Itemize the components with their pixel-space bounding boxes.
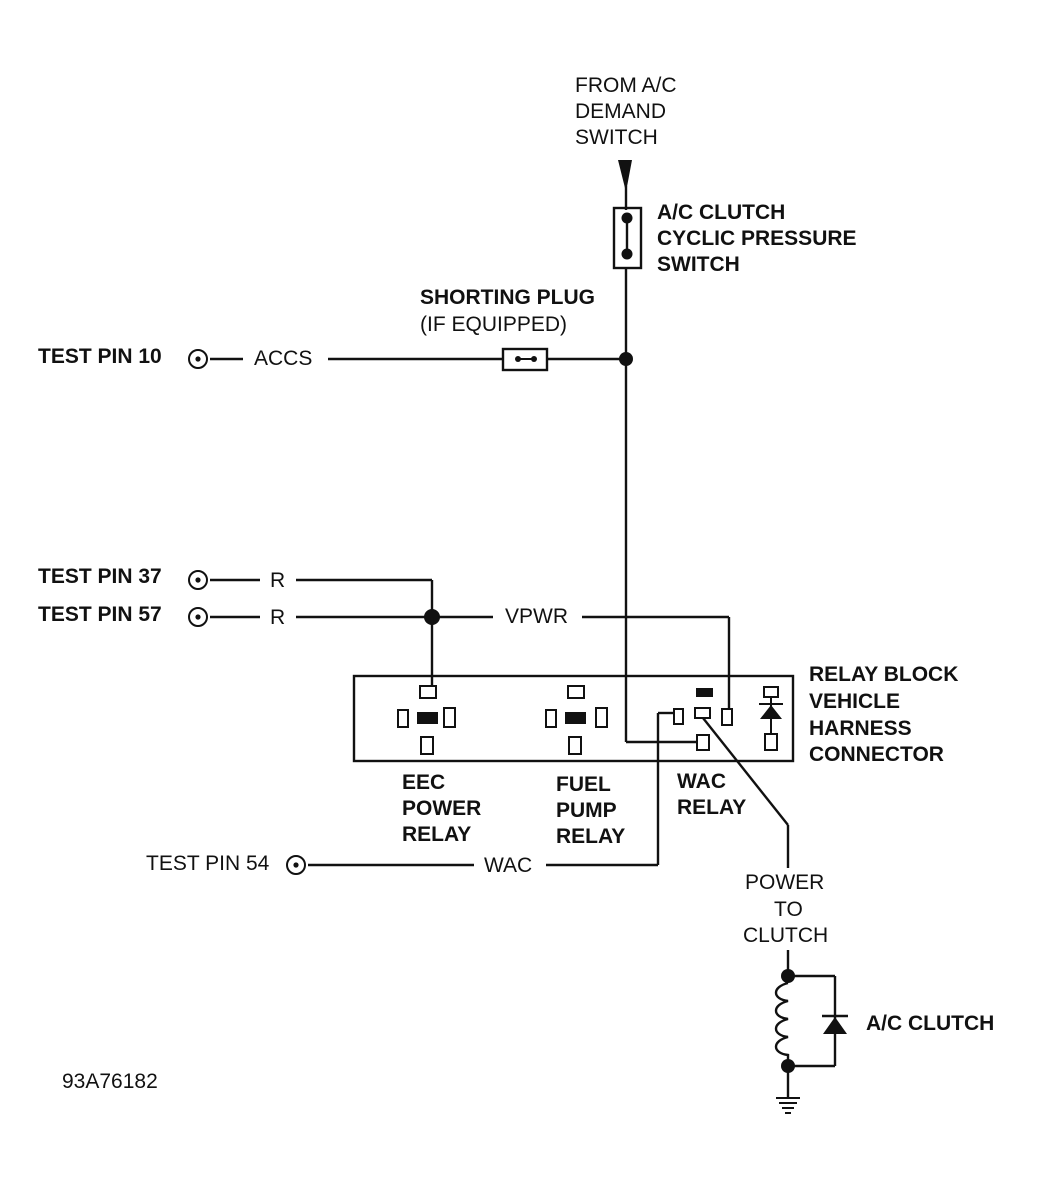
figure-id: 93A76182 bbox=[62, 1070, 158, 1093]
shorting-plug-label: SHORTING PLUG (IF EQUIPPED) bbox=[420, 286, 595, 336]
eec-relay-pins bbox=[397, 685, 456, 755]
svg-text:RELAY: RELAY bbox=[677, 796, 746, 819]
input-arrow-icon bbox=[618, 160, 632, 192]
pressure-switch-body bbox=[612, 206, 643, 270]
wac-relay-pins bbox=[673, 688, 733, 751]
test-pin-37-label: TEST PIN 37 bbox=[38, 565, 162, 588]
svg-text:SHORTING PLUG: SHORTING PLUG bbox=[420, 286, 595, 309]
svg-text:HARNESS: HARNESS bbox=[809, 717, 912, 740]
relay-diode-icon bbox=[759, 686, 783, 751]
svg-text:SWITCH: SWITCH bbox=[657, 253, 740, 276]
test-pin-54-terminal-icon bbox=[286, 855, 306, 875]
fuel-pump-relay-label: FUEL PUMP RELAY bbox=[556, 773, 625, 848]
ac-clutch-label: A/C CLUTCH bbox=[866, 1012, 994, 1035]
svg-text:POWER: POWER bbox=[745, 871, 824, 894]
svg-text:RELAY BLOCK: RELAY BLOCK bbox=[809, 663, 958, 686]
svg-text:PUMP: PUMP bbox=[556, 799, 617, 822]
svg-text:(IF EQUIPPED): (IF EQUIPPED) bbox=[420, 313, 567, 336]
svg-text:SWITCH: SWITCH bbox=[575, 126, 658, 149]
test-pin-10-terminal-icon bbox=[188, 349, 208, 369]
svg-text:A/C CLUTCH: A/C CLUTCH bbox=[657, 201, 785, 224]
relay-block-label: RELAY BLOCK VEHICLE HARNESS CONNECTOR bbox=[809, 663, 958, 766]
svg-text:EEC: EEC bbox=[402, 771, 445, 794]
svg-text:CYCLIC PRESSURE: CYCLIC PRESSURE bbox=[657, 227, 857, 250]
clutch-diode-icon bbox=[822, 1014, 848, 1034]
pressure-switch-label: A/C CLUTCH CYCLIC PRESSURE SWITCH bbox=[657, 201, 857, 276]
fuel-pump-relay-pins bbox=[545, 685, 608, 755]
svg-text:VEHICLE: VEHICLE bbox=[809, 690, 900, 713]
vpwr-signal-label: VPWR bbox=[505, 605, 568, 628]
from-demand-switch-label: FROM A/C DEMAND SWITCH bbox=[575, 74, 677, 149]
svg-text:WAC: WAC bbox=[677, 770, 726, 793]
wac-signal-label: WAC bbox=[484, 854, 532, 877]
svg-text:CONNECTOR: CONNECTOR bbox=[809, 743, 944, 766]
svg-text:DEMAND: DEMAND bbox=[575, 100, 666, 123]
svg-text:FROM A/C: FROM A/C bbox=[575, 74, 677, 97]
accs-signal-label: ACCS bbox=[254, 347, 312, 370]
clutch-coil-icon bbox=[774, 981, 790, 1066]
svg-text:CLUTCH: CLUTCH bbox=[743, 924, 828, 947]
relay-block-connector bbox=[352, 674, 795, 763]
test-pin-57-label: TEST PIN 57 bbox=[38, 603, 162, 626]
wac-relay-label: WAC RELAY bbox=[677, 770, 746, 819]
test-pin-54-label: TEST PIN 54 bbox=[146, 852, 270, 875]
test-pin-37-terminal-icon bbox=[188, 570, 208, 590]
test-pin-57-terminal-icon bbox=[188, 607, 208, 627]
r-signal-57-label: R bbox=[270, 606, 285, 629]
svg-text:RELAY: RELAY bbox=[402, 823, 471, 846]
svg-text:POWER: POWER bbox=[402, 797, 481, 820]
ground-icon bbox=[776, 1097, 800, 1114]
svg-text:TO: TO bbox=[774, 898, 803, 921]
power-to-clutch-label: POWER TO CLUTCH bbox=[743, 871, 828, 947]
r-signal-37-label: R bbox=[270, 569, 285, 592]
svg-text:FUEL: FUEL bbox=[556, 773, 611, 796]
test-pin-10-label: TEST PIN 10 bbox=[38, 345, 162, 368]
svg-text:RELAY: RELAY bbox=[556, 825, 625, 848]
eec-power-relay-label: EEC POWER RELAY bbox=[402, 771, 481, 846]
